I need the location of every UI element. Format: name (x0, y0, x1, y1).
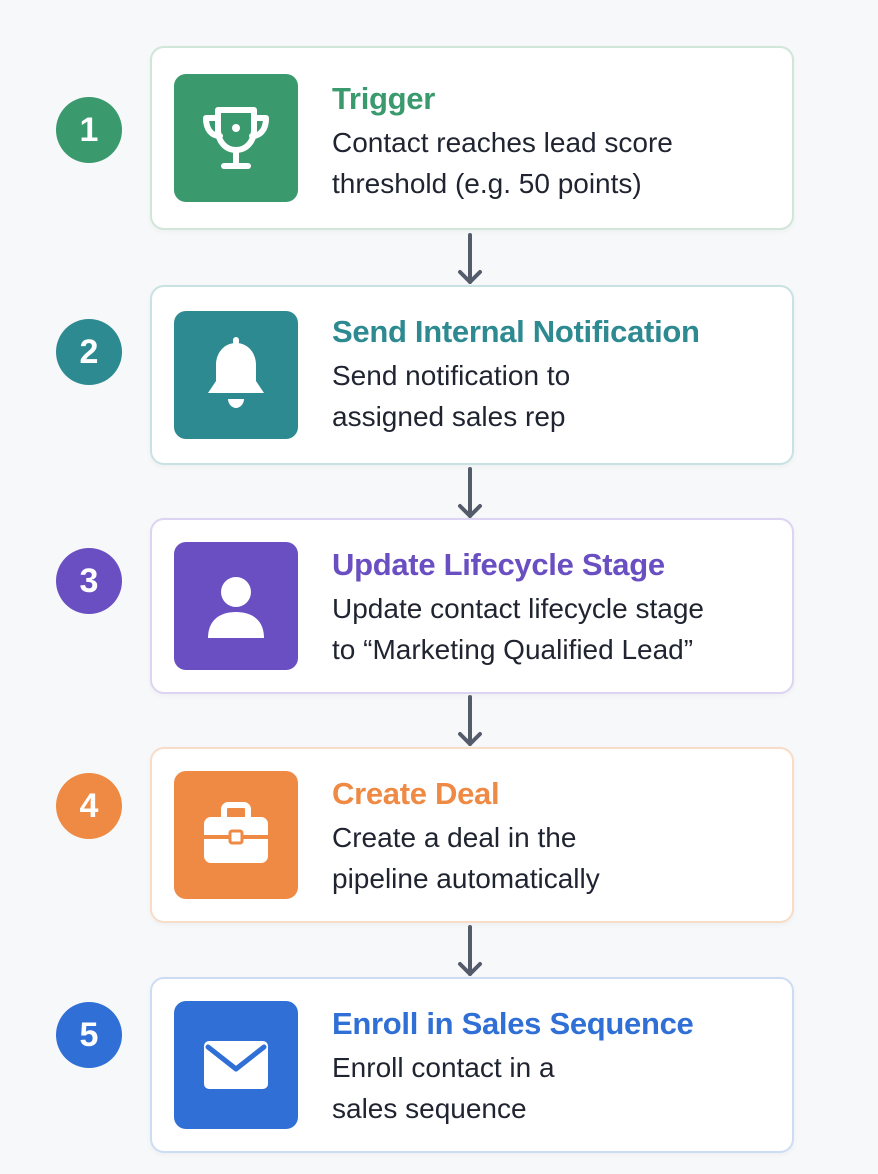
step-description: Send notification to assigned sales rep (332, 360, 571, 432)
step-title: Send Internal Notification (332, 314, 700, 349)
down-arrow-icon (458, 695, 482, 746)
step-description: Update contact lifecycle stage to “Marke… (332, 593, 704, 665)
step-title: Enroll in Sales Sequence (332, 1006, 694, 1041)
envelope-icon (174, 1001, 298, 1129)
step-description: Enroll contact in a sales sequence (332, 1052, 555, 1124)
bell-icon (174, 311, 298, 439)
step-card[interactable]: Update Lifecycle Stage Update contact li… (150, 518, 794, 694)
step-card[interactable]: Send Internal Notification Send notifica… (150, 285, 794, 465)
down-arrow-icon (458, 925, 482, 976)
step-card[interactable]: Enroll in Sales Sequence Enroll contact … (150, 977, 794, 1153)
down-arrow-icon (458, 467, 482, 518)
step-card[interactable]: Trigger Contact reaches lead score thres… (150, 46, 794, 230)
step-title: Create Deal (332, 776, 500, 811)
step-number-badge: 2 (56, 319, 122, 385)
step-number-badge: 3 (56, 548, 122, 614)
step-description: Contact reaches lead score threshold (e.… (332, 127, 673, 199)
step-description: Create a deal in the pipeline automatica… (332, 822, 600, 894)
step-number-badge: 1 (56, 97, 122, 163)
briefcase-icon (174, 771, 298, 899)
step-title: Update Lifecycle Stage (332, 547, 665, 582)
down-arrow-icon (458, 233, 482, 284)
step-title: Trigger (332, 81, 435, 116)
step-number-badge: 5 (56, 1002, 122, 1068)
trophy-icon (174, 74, 298, 202)
step-number-badge: 4 (56, 773, 122, 839)
step-card[interactable]: Create Deal Create a deal in the pipelin… (150, 747, 794, 923)
user-icon (174, 542, 298, 670)
